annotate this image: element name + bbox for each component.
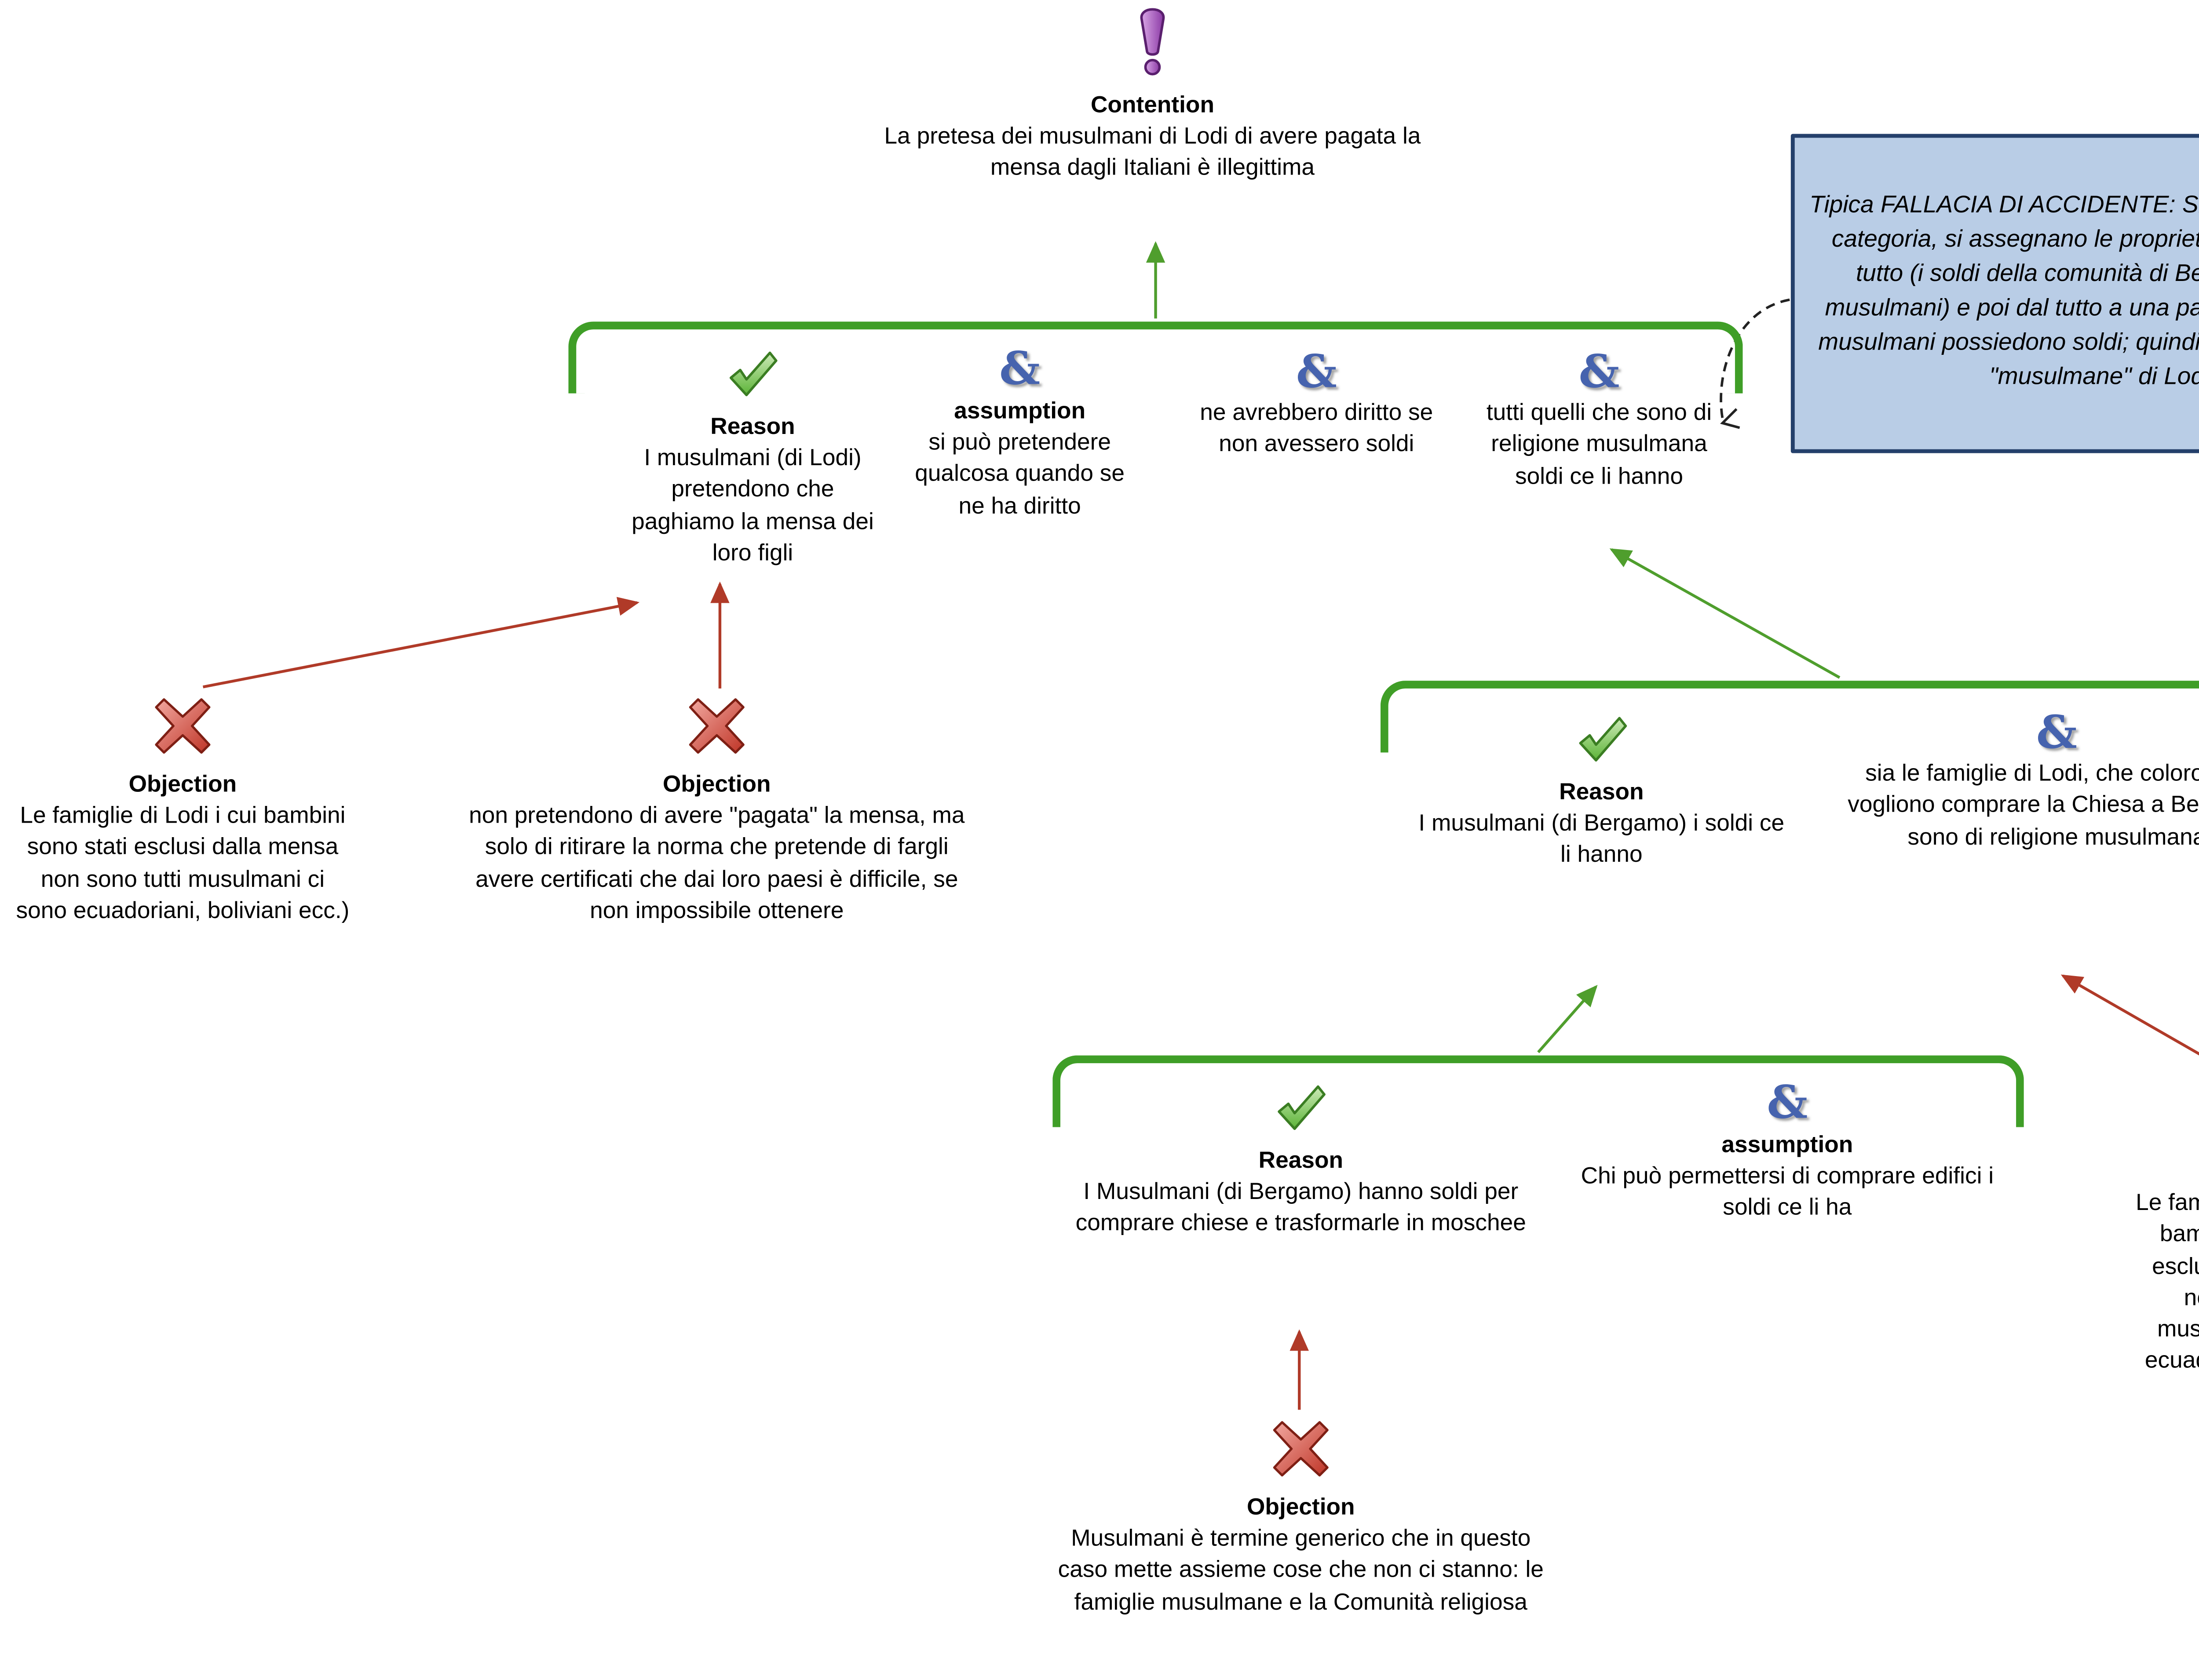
exclamation-icon [879,6,1426,86]
ampersand-icon: & [1296,345,1337,398]
node-label: Objection [128,771,237,798]
callout-pointer-arrowhead [1720,408,1740,429]
group-bracket [568,321,1743,394]
node-text: I musulmani (di Lodi) pretendono che pag… [632,445,874,567]
co-premise-node-g1b[interactable]: & tutti quelli che sono di religione mus… [1474,345,1724,493]
ampersand-icon: & [2036,705,2077,759]
node-text: Musulmani è termine generico che in ques… [1058,1525,1544,1615]
co-premise-node-g1a[interactable]: & ne avrebbero diritto se non avessero s… [1198,345,1435,461]
reason-node-g3[interactable]: Reason I Musulmani (di Bergamo) hanno so… [1067,1083,1535,1240]
group-bracket [1380,681,2199,753]
objection-node-center[interactable]: Objection non pretendono di avere "pagat… [468,695,965,927]
objection-arrow [2060,974,2199,1056]
contention-label: Contention [1090,92,1215,119]
node-label: Reason [1258,1147,1344,1174]
objection-node-right[interactable]: Objection Le famiglie di Lodi i cui bamb… [2133,1082,2199,1410]
node-text: I Musulmani (di Bergamo) hanno soldi per… [1075,1178,1526,1237]
cross-icon [1051,1418,1551,1488]
objection-node-left[interactable]: Objection Le famiglie di Lodi i cui bamb… [12,695,353,927]
cross-icon [2133,1082,2199,1152]
node-text: sia le famiglie di Lodi, che coloro che … [1848,760,2199,850]
node-text: non pretendono di avere "pagata" la mens… [469,802,965,924]
assumption-node-g3[interactable]: & assumption Chi può permettersi di comp… [1565,1075,2010,1224]
node-label: assumption [954,398,1086,425]
node-text: Le famiglie di Lodi i cui bambini sono s… [16,802,350,924]
node-label: Reason [710,413,795,441]
node-text: Le famiglie di Lodi i cui bambini sono s… [2136,1189,2199,1374]
callout-shape [1790,134,2199,453]
node-label: assumption [1721,1132,1853,1159]
assumption-node-g1[interactable]: & assumption si può pretendere qualcosa … [901,346,1139,522]
callout-text: Tipica FALLACIA DI ACCIDENTE: Si mette t… [1809,192,2199,390]
cross-icon [468,695,965,765]
checkmark-icon [1418,715,1785,773]
node-text: tutti quelli che sono di religione musul… [1486,400,1712,490]
node-text: ne avrebbero diritto se non avessero sol… [1200,400,1433,458]
co-premise-node-g2[interactable]: & sia le famiglie di Lodi, che coloro ch… [1840,705,2199,854]
support-arrow [1609,548,1841,679]
node-text: Chi può permettersi di comprare edifici … [1581,1163,1994,1221]
group-bracket [1052,1055,2024,1127]
objection-arrow [202,597,640,689]
reason-node-g2[interactable]: Reason I musulmani (di Bergamo) i soldi … [1418,715,1785,872]
node-label: Objection [1246,1494,1355,1521]
contention-node[interactable]: Contention La pretesa dei musulmani di L… [879,6,1426,185]
node-text: I musulmani (di Bergamo) i soldi ce li h… [1418,810,1785,869]
ampersand-icon: & [999,342,1041,395]
checkmark-icon [1067,1083,1535,1141]
objection-node-bottom[interactable]: Objection Musulmani è termine generico c… [1051,1418,1551,1618]
node-label: Objection [662,771,771,798]
cross-icon [12,695,353,765]
reason-node-g1[interactable]: Reason I musulmani (di Lodi) pretendono … [628,350,877,570]
support-arrow [1537,985,1598,1053]
node-label: Reason [1559,779,1644,806]
ampersand-icon: & [1578,345,1620,398]
checkmark-icon [628,350,877,407]
contention-text: La pretesa dei musulmani di Lodi di aver… [884,123,1421,182]
comment-callout[interactable]: Tipica FALLACIA DI ACCIDENTE: Si mette t… [1790,131,2199,456]
node-label: Objection [2133,1159,2199,1185]
ampersand-icon: & [1767,1075,1808,1129]
node-text: si può pretendere qualcosa quando se ne … [915,429,1125,519]
